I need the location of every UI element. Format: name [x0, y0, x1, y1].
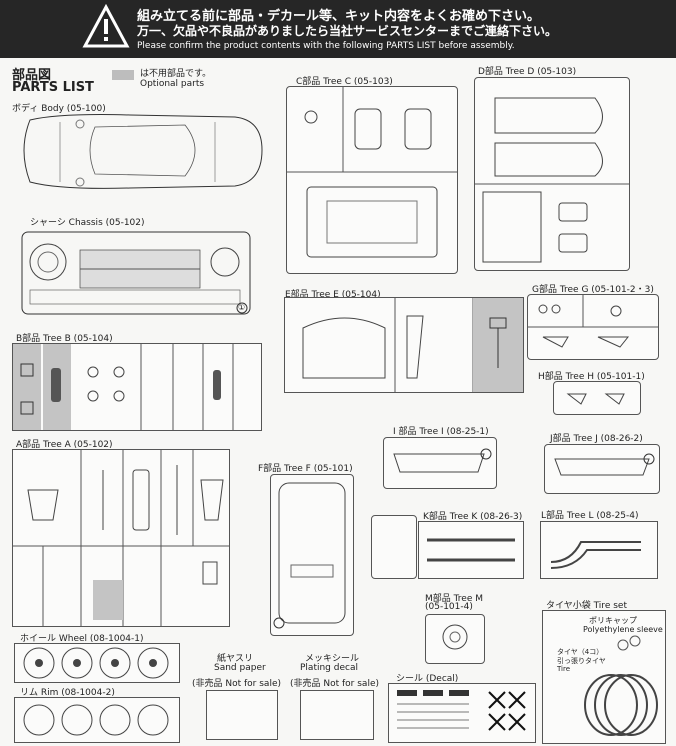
tire-drawing	[584, 635, 658, 736]
warning-header: 組み立てる前に部品・デカール等、キット内容をよくお確め下さい。 万一、欠品や不良…	[0, 0, 676, 58]
tree-m-code: (05-101-4)	[425, 602, 473, 612]
tire-jp2: 引っ張りタイヤ	[557, 657, 606, 665]
chassis-label: シャーシ Chassis (05-102)	[30, 218, 145, 228]
tree-b-parts	[13, 344, 234, 430]
rim-parts	[23, 704, 169, 736]
title-en: PARTS LIST	[12, 80, 94, 95]
tree-k-frame	[418, 521, 524, 579]
tree-k-parts	[427, 538, 515, 562]
decal-frame	[388, 683, 536, 743]
tree-b-label: B部品 Tree B (05-104)	[16, 334, 113, 344]
tree-m-label: M部品 Tree M	[425, 594, 484, 604]
tree-a-parts	[13, 450, 229, 626]
tree-e-label: E部品 Tree E (05-104)	[285, 290, 381, 300]
tree-h-label: H部品 Tree H (05-101-1)	[538, 372, 645, 382]
legend-jp: は不用部品です。	[140, 69, 212, 79]
wheel-label: ホイール Wheel (08-1004-1)	[20, 634, 144, 644]
rim-frame	[14, 697, 180, 743]
tree-h-frame	[553, 381, 641, 415]
tree-h-parts	[566, 393, 625, 405]
header-jp-line1: 組み立てる前に部品・デカール等、キット内容をよくお確め下さい。	[137, 9, 541, 24]
poly-en: Polyethylene sleeve	[583, 625, 663, 634]
tree-k-label: K部品 Tree K (08-26-3)	[423, 512, 523, 522]
tree-f-frame	[270, 474, 354, 636]
legend-en: Optional parts	[140, 79, 205, 89]
tree-g-frame	[527, 294, 659, 360]
tree-l-parts	[550, 541, 641, 569]
tree-c-parts	[287, 87, 457, 258]
tire-en: Tire	[557, 665, 571, 673]
tree-g-parts	[528, 295, 658, 348]
plating-box	[300, 690, 374, 740]
title-jp: 部品図	[12, 68, 52, 83]
tree-i-frame	[383, 437, 497, 489]
header-jp-line2: 万一、欠品や不良品がありましたら当社サービスセンターまでご連絡下さい。	[137, 24, 558, 38]
tree-g-label: G部品 Tree G (05-101-2・3)	[532, 285, 654, 295]
tire-jp: タイヤ（4コ）	[557, 648, 604, 656]
tree-f-parts	[273, 482, 346, 629]
warning-triangle-icon	[82, 4, 130, 48]
tree-a-frame	[12, 449, 230, 627]
tree-b-frame	[12, 343, 262, 431]
rim-label: リム Rim (08-1004-2)	[20, 688, 115, 698]
tree-j-frame	[544, 444, 660, 494]
tree-d-parts	[475, 97, 629, 263]
tree-m-parts	[442, 624, 468, 650]
sandpaper-note: (非売品 Not for sale)	[192, 679, 281, 689]
chassis-part-number: ①	[238, 303, 246, 312]
tree-i-parts	[393, 448, 492, 473]
tire-set-frame: ポリキャップ Polyethylene sleeve タイヤ（4コ） 引っ張りタ…	[542, 610, 666, 744]
poly-jp: ポリキャップ	[589, 616, 637, 625]
tree-e-frame	[284, 297, 524, 393]
body-label: ボディ Body (05-100)	[12, 104, 106, 114]
tree-d-label: D部品 Tree D (05-103)	[478, 67, 577, 77]
tree-k-small-frame	[371, 515, 417, 579]
tire-set-label: タイヤ小袋 Tire set	[546, 601, 627, 611]
tree-l-frame	[540, 521, 658, 579]
sandpaper-box	[206, 690, 278, 740]
decal-label: シール (Decal)	[396, 674, 459, 684]
wheel-frame	[14, 643, 180, 683]
plating-en: Plating decal	[300, 663, 358, 673]
decal-parts	[397, 690, 526, 731]
tree-j-label: J部品 Tree J (08-26-2)	[550, 434, 643, 444]
tree-c-label: C部品 Tree C (05-103)	[296, 77, 393, 87]
header-en-line: Please confirm the product contents with…	[137, 41, 515, 51]
tree-i-label: I 部品 Tree I (08-25-1)	[393, 427, 489, 437]
tree-f-label: F部品 Tree F (05-101)	[258, 464, 353, 474]
tree-a-label: A部品 Tree A (05-102)	[16, 440, 113, 450]
tree-c-frame	[286, 86, 458, 274]
plating-note: (非売品 Not for sale)	[290, 679, 379, 689]
wheel-parts	[23, 647, 169, 679]
tree-e-parts	[302, 298, 523, 392]
tree-l-label: L部品 Tree L (08-25-4)	[541, 511, 639, 521]
sandpaper-en: Sand paper	[214, 663, 266, 673]
tree-j-parts	[554, 453, 655, 476]
sandpaper-jp: 紙ヤスリ	[217, 654, 254, 664]
legend-swatch	[112, 70, 134, 80]
tree-d-frame	[474, 77, 630, 271]
plating-jp: メッキシール	[305, 654, 360, 664]
tree-m-frame	[425, 614, 485, 664]
